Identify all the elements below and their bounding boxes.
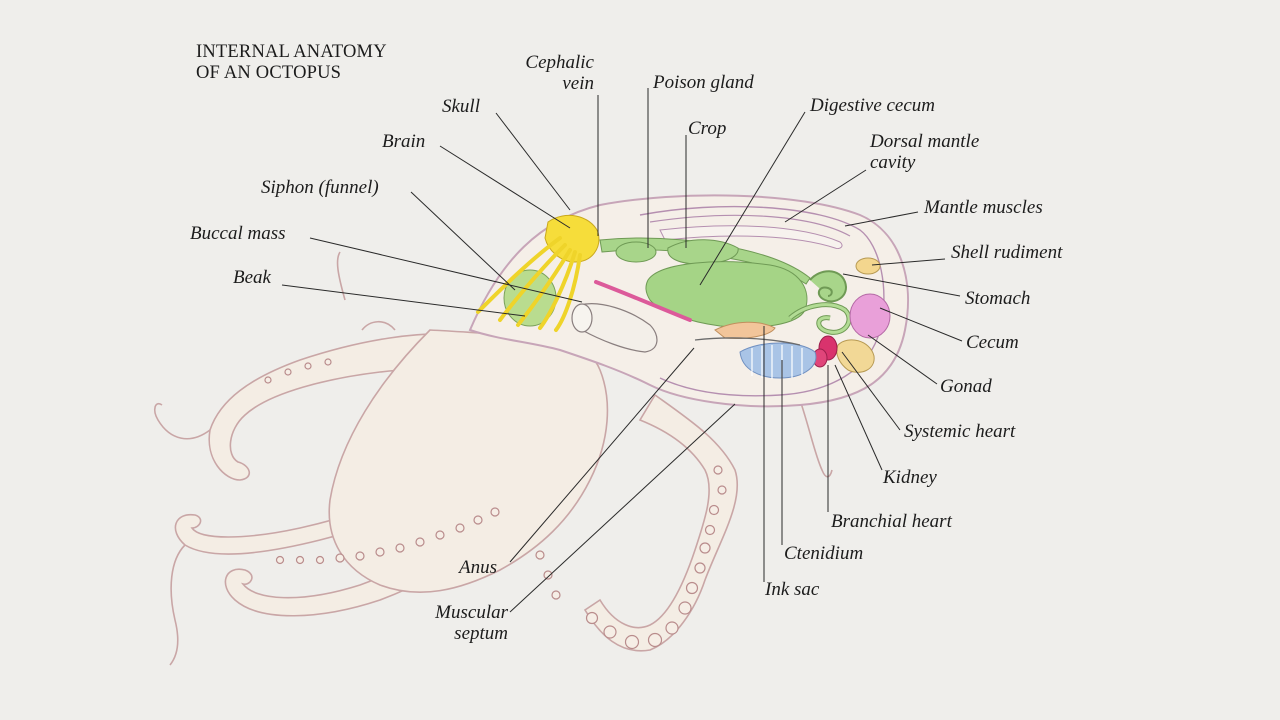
label-gonad: Gonad bbox=[940, 376, 992, 397]
label-beak: Beak bbox=[233, 267, 271, 288]
leader-mantle-muscles bbox=[844, 211, 919, 227]
intestine-inner bbox=[789, 303, 851, 334]
title-line-1: INTERNAL ANATOMY bbox=[196, 42, 387, 62]
label-dorsal-mantle-line-1: Dorsal mantle bbox=[870, 131, 980, 152]
leader-shell-rudiment bbox=[871, 258, 946, 266]
label-muscular-septum: Muscular septum bbox=[410, 602, 508, 644]
leader-skull bbox=[495, 112, 571, 211]
dorsal-mantle-cavity-shape bbox=[659, 225, 843, 249]
leader-stomach bbox=[842, 273, 961, 297]
label-dorsal-mantle-line-2: cavity bbox=[870, 152, 916, 173]
label-muscular-septum-line-1: Muscular bbox=[435, 602, 508, 623]
label-stomach: Stomach bbox=[965, 288, 1031, 309]
label-cephalic-vein-line-2: vein bbox=[562, 73, 594, 94]
octopus-arms bbox=[153, 251, 833, 666]
label-siphon: Siphon (funnel) bbox=[261, 177, 379, 198]
arm-whip-4 bbox=[799, 399, 833, 478]
leader-muscular-septum bbox=[509, 403, 736, 613]
cecum-organ bbox=[849, 293, 891, 339]
arm-back-right bbox=[583, 393, 739, 652]
title-line-2: OF AN OCTOPUS bbox=[196, 63, 342, 83]
leader-buccal-mass bbox=[309, 237, 583, 303]
label-poison-gland: Poison gland bbox=[653, 72, 754, 93]
label-dorsal-mantle-cavity: Dorsal mantle cavity bbox=[870, 131, 979, 173]
organs bbox=[476, 214, 891, 379]
label-cephalic-vein-line-1: Cephalic bbox=[525, 52, 594, 73]
crop-bulb bbox=[667, 239, 739, 265]
label-systemic-heart: Systemic heart bbox=[904, 421, 1016, 442]
diagram-title: INTERNAL ANATOMY OF AN OCTOPUS bbox=[196, 42, 387, 84]
shell-rudiment-organ bbox=[855, 257, 881, 275]
label-brain: Brain bbox=[382, 131, 426, 152]
label-skull: Skull bbox=[442, 96, 480, 117]
leader-cecum bbox=[879, 307, 963, 342]
label-anus: Anus bbox=[459, 557, 497, 578]
leader-brain bbox=[439, 145, 571, 229]
leader-lines bbox=[281, 88, 963, 613]
gonad-organ bbox=[836, 339, 875, 373]
muscular-septum-shape bbox=[694, 337, 801, 346]
mantle-muscle-band bbox=[649, 214, 851, 237]
leader-gonad bbox=[867, 334, 938, 385]
label-crop: Crop bbox=[688, 118, 727, 139]
leader-beak bbox=[281, 284, 526, 317]
label-cecum: Cecum bbox=[966, 332, 1019, 353]
label-kidney: Kidney bbox=[883, 467, 937, 488]
beak-organ bbox=[594, 280, 692, 322]
suckers bbox=[264, 358, 727, 650]
leader-systemic-heart bbox=[841, 351, 901, 431]
digestive-cecum-organ bbox=[645, 261, 808, 328]
ctenidium-organ bbox=[739, 342, 817, 379]
label-buccal-mass: Buccal mass bbox=[190, 223, 286, 244]
arm-whip-3 bbox=[336, 251, 396, 331]
arm-whip-2 bbox=[169, 544, 186, 666]
label-cephalic-vein: Cephalic vein bbox=[498, 52, 594, 94]
leader-dorsal-mantle bbox=[784, 169, 867, 223]
leader-kidney bbox=[834, 364, 883, 471]
siphon-opening bbox=[571, 303, 593, 333]
label-ctenidium: Ctenidium bbox=[784, 543, 864, 564]
leader-siphon bbox=[410, 191, 516, 291]
arm-whip-1 bbox=[153, 402, 211, 440]
label-muscular-septum-line-2: septum bbox=[454, 623, 508, 644]
label-shell-rudiment: Shell rudiment bbox=[951, 242, 1063, 263]
arm-left-long bbox=[208, 332, 476, 481]
stomach-organ bbox=[809, 270, 847, 303]
label-digestive-cecum: Digestive cecum bbox=[810, 95, 936, 116]
leader-digestive-cecum bbox=[699, 111, 806, 286]
label-mantle-muscles: Mantle muscles bbox=[924, 197, 1043, 218]
poison-gland-organ bbox=[615, 241, 657, 263]
leader-anus bbox=[509, 347, 695, 563]
label-ink-sac: Ink sac bbox=[765, 579, 820, 600]
label-branchial-heart: Branchial heart bbox=[831, 511, 952, 532]
